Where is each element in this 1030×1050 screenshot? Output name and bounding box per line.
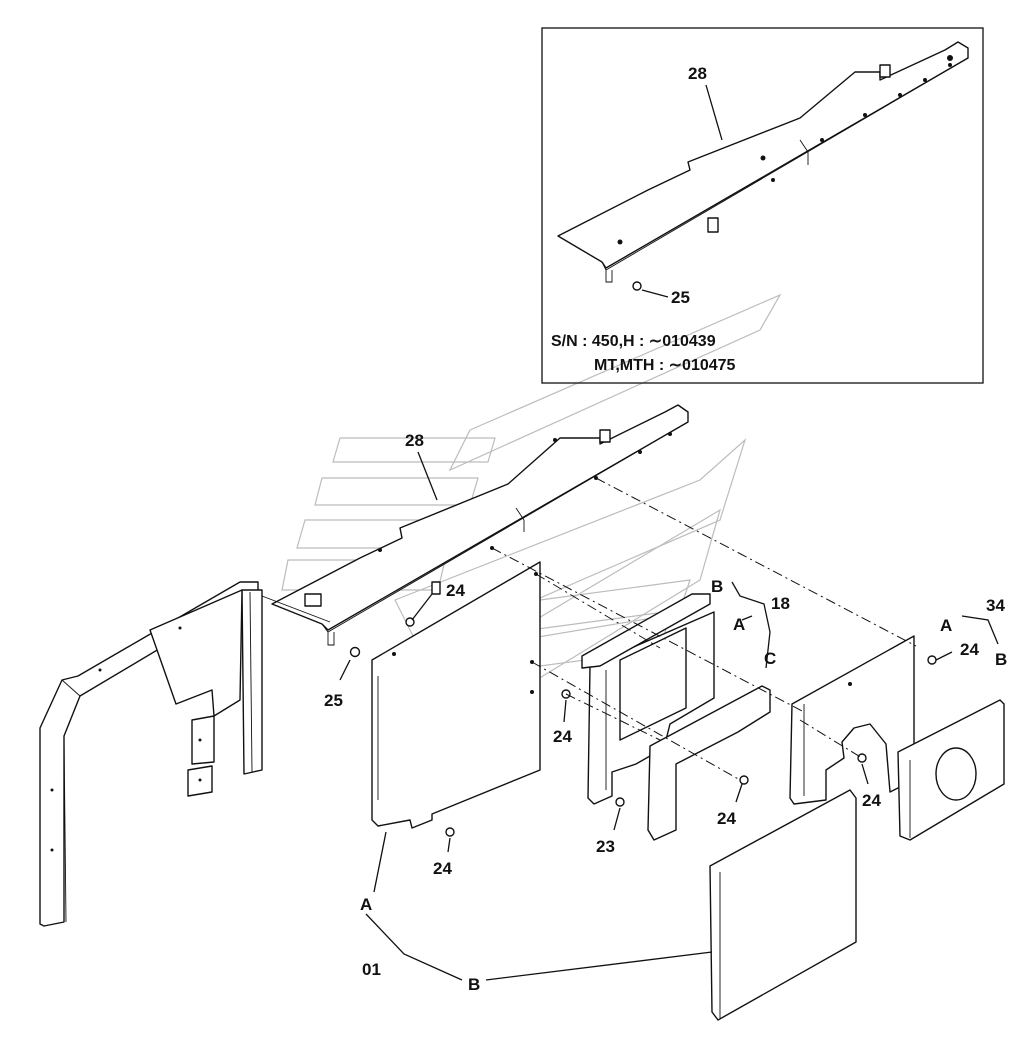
inset-bolt-25	[632, 281, 642, 291]
callout-ref-a-18: A	[733, 615, 745, 634]
serial-line-1: S/N : 450,H : ∼010439	[551, 333, 716, 350]
alignment-lines	[491, 477, 917, 781]
insulation-pad-01	[709, 789, 857, 1021]
leader-main-28	[417, 451, 438, 501]
callout-part-01: 01	[362, 960, 381, 979]
cover-panel-18	[581, 593, 771, 841]
bolt-25-main	[349, 646, 361, 658]
callout-ref-b-18: B	[711, 577, 723, 596]
callout-bolt-24-top: 24	[446, 581, 465, 600]
callout-bolt-24-mid: 24	[553, 727, 572, 746]
callout-ref-c-18: C	[764, 649, 776, 668]
callout-main-28: 28	[405, 431, 424, 450]
leader-inset-28	[705, 84, 723, 141]
bolt-24-right	[927, 655, 937, 665]
callout-bolt-24-right: 24	[960, 640, 979, 659]
callout-ref-b-34: B	[995, 650, 1007, 669]
callout-inset-28: 28	[688, 64, 707, 83]
callout-inset-25: 25	[671, 288, 690, 307]
bolt-24-bottom	[445, 827, 455, 837]
inset-part-28	[557, 41, 969, 283]
cover-panel-34	[789, 635, 1005, 841]
callout-ref-a-01: A	[360, 895, 372, 914]
callout-part-34: 34	[986, 596, 1005, 615]
callout-bolt-24-right2: 24	[862, 791, 881, 810]
cover-panel-01	[371, 561, 541, 829]
frame-link-line	[261, 595, 331, 623]
bolt-24-mid2	[739, 775, 749, 785]
bolt-23	[615, 797, 625, 807]
callout-bolt-24-bottom: 24	[433, 859, 452, 878]
callout-ref-b-01: B	[468, 975, 480, 994]
callout-part-18: 18	[771, 594, 790, 613]
cab-frame	[39, 581, 263, 927]
callout-bolt-25-main: 25	[324, 691, 343, 710]
leader-inset-25	[641, 289, 669, 298]
callout-ref-a-34: A	[940, 616, 952, 635]
callout-bolt-23: 23	[596, 837, 615, 856]
leader-lines	[339, 581, 999, 981]
inset-frame	[541, 27, 984, 384]
callout-bolt-24-mid2: 24	[717, 809, 736, 828]
serial-line-2: MT,MTH : ∼010475	[594, 357, 736, 374]
bolt-24-right2	[857, 753, 867, 763]
main-part-28	[271, 404, 689, 646]
